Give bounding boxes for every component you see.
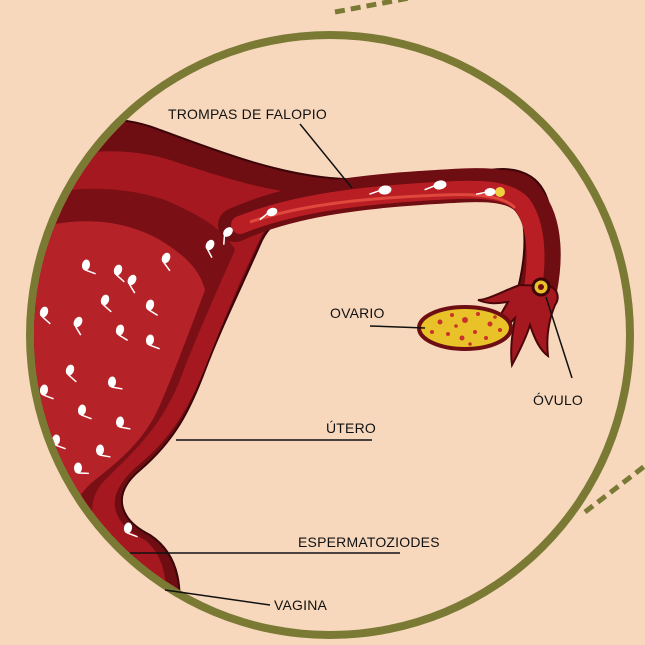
label-ovario: OVARIO bbox=[330, 305, 385, 321]
decorative-dashed-line-top bbox=[335, 0, 420, 12]
label-utero: ÚTERO bbox=[326, 420, 376, 436]
label-ovulo: ÓVULO bbox=[533, 392, 583, 408]
label-trompas-de-falopio: TROMPAS DE FALOPIO bbox=[168, 106, 327, 122]
ovum-near-tube bbox=[495, 187, 505, 197]
label-vagina: VAGINA bbox=[274, 597, 327, 613]
ovary bbox=[419, 307, 511, 349]
label-espermatozoides: ESPERMATOZIODES bbox=[298, 534, 440, 550]
ovum-nucleus bbox=[538, 284, 544, 290]
